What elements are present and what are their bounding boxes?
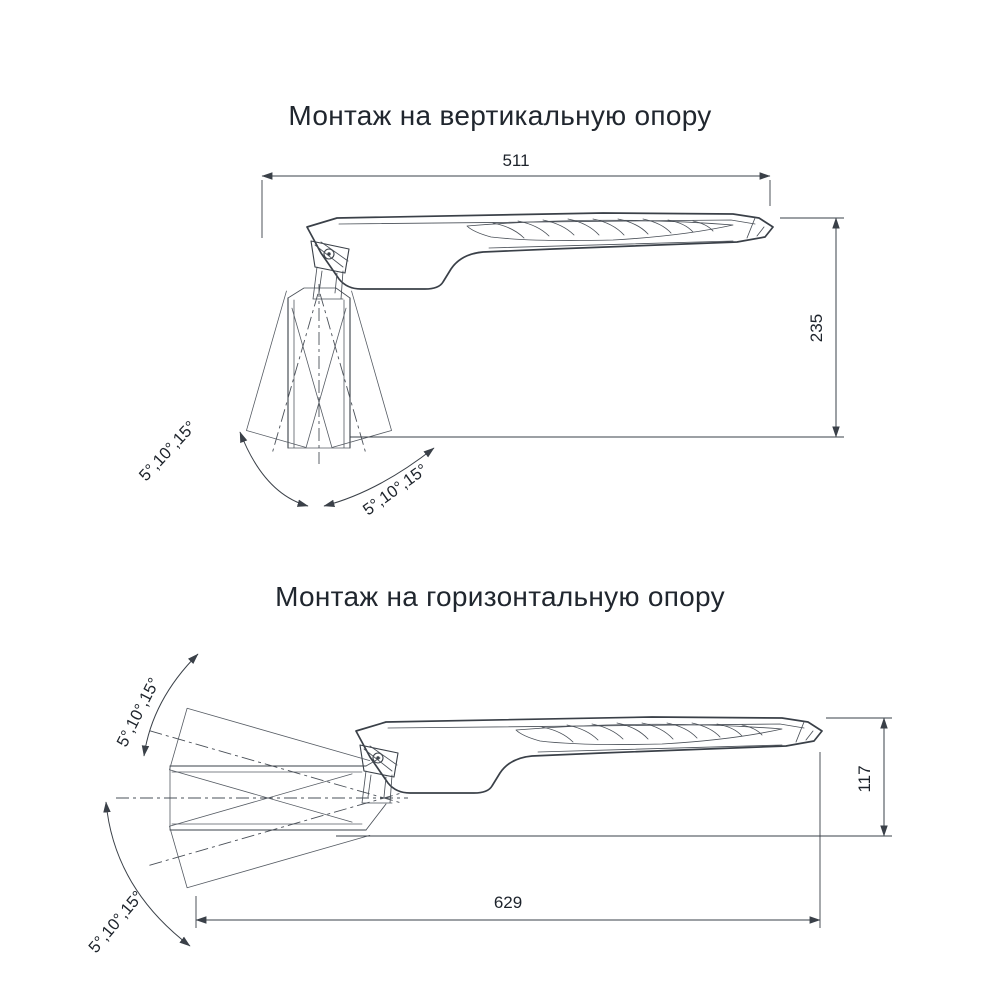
tilt-angle-label-upper: 5°,10°,15° bbox=[114, 675, 164, 750]
vertical-mount-drawing: 511 5°,10°,15° 5°,10°,15° 235 bbox=[136, 151, 844, 520]
height-dimension-label: 235 bbox=[807, 314, 826, 342]
pole-tilted-right bbox=[291, 290, 392, 452]
pole-straight bbox=[287, 284, 351, 464]
dimension-height-117: 117 bbox=[336, 717, 892, 837]
width-dimension-label: 511 bbox=[502, 151, 529, 170]
tilt-angle-label-left: 5°,10°,15° bbox=[136, 418, 200, 485]
dimension-width-511: 511 bbox=[261, 151, 771, 238]
dimension-length-629: 629 bbox=[195, 752, 821, 928]
tilt-arc-lower bbox=[103, 801, 191, 947]
length-dimension-label: 629 bbox=[494, 893, 522, 912]
pole-straight bbox=[116, 757, 408, 831]
tilt-arc-upper bbox=[141, 653, 199, 757]
lamp-fixture bbox=[306, 212, 774, 300]
pole-tilted-down bbox=[149, 773, 400, 889]
height-dimension-label: 117 bbox=[855, 765, 874, 792]
dimension-height-235: 235 bbox=[350, 217, 844, 438]
horizontal-mount-title: Монтаж на горизонтальную опору bbox=[275, 581, 725, 612]
pole-tilted-up bbox=[149, 707, 400, 823]
pole-tilted-left bbox=[246, 290, 347, 452]
tilt-angle-label-right: 5°,10°,15° bbox=[360, 461, 431, 520]
horizontal-mount-drawing: 5°,10°,15° 5°,10°,15° 117 629 bbox=[85, 653, 892, 957]
vertical-mount-title: Монтаж на вертикальную опору bbox=[288, 100, 712, 131]
tilt-angle-label-lower: 5°,10°,15° bbox=[85, 888, 147, 957]
tilt-arc-right bbox=[323, 447, 435, 507]
tilt-arc-left bbox=[239, 431, 309, 507]
lamp-fixture bbox=[355, 716, 823, 804]
